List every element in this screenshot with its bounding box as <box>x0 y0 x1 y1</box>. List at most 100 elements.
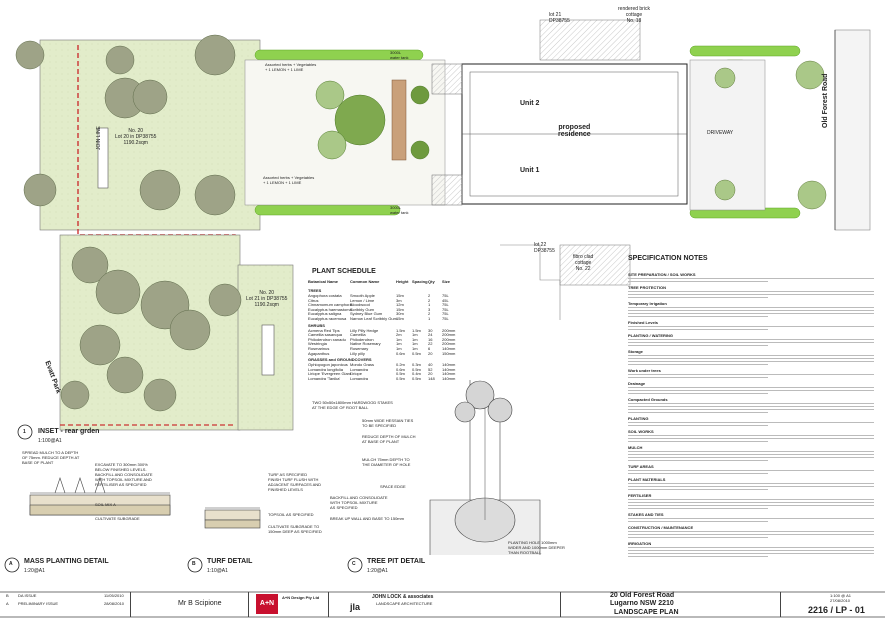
cottage-south-label: fibro clad cottage No. 22 <box>573 254 594 272</box>
schedule-cell: 140mm <box>442 346 456 351</box>
schedule-cell: 30m <box>396 311 404 317</box>
schedule-cell: Eucalyptus haemastoma <box>308 306 352 312</box>
spec-heading: Temporary Irrigation <box>628 301 667 306</box>
spec-text-line <box>628 278 874 279</box>
rev-date: 28/08/2010 <box>104 601 125 606</box>
spec-heading: FERTILISER <box>628 493 652 498</box>
detail-a-scale: 1:20@A1 <box>24 568 45 574</box>
schedule-cell: 0.4m <box>412 371 421 377</box>
schedule-cell: Philodendron <box>350 336 374 342</box>
firm2-logo: jla <box>350 602 361 612</box>
schedule-cell: 200mm <box>442 341 456 347</box>
spec-text-line <box>628 409 874 410</box>
schedule-cell: Bloodwood <box>350 302 370 308</box>
firm1-logo: A+N <box>256 594 278 614</box>
schedule-cell: 15m <box>396 293 404 298</box>
spec-text-line <box>628 316 768 317</box>
schedule-cell: Lomandra <box>350 376 369 381</box>
spec-text-line <box>628 486 874 487</box>
schedule-cell: Native Rosemary <box>350 341 381 347</box>
spec-title: SPECIFICATION NOTES <box>628 255 708 262</box>
schedule-cell: 2 <box>428 311 431 317</box>
unit-bottom-label: Unit 1 <box>520 167 540 174</box>
spec-text-line <box>628 310 874 311</box>
spec-heading: IRRIGATION <box>628 541 652 546</box>
schedule-cell: 2 <box>428 293 431 298</box>
spec-text-line <box>628 435 874 436</box>
rear-trees <box>15 34 236 216</box>
water-tank-a: 3000L water tank <box>390 50 409 60</box>
detail-a-title: MASS PLANTING DETAIL <box>24 558 109 565</box>
spec-heading: PLANTING / WATERING <box>628 333 674 338</box>
driveway-label: DRIVEWAY <box>707 130 734 136</box>
rev-desc: DA ISSUE <box>18 593 37 598</box>
area-top-label: No. 20 Lot 20 in DP38755 1190.2sqm <box>115 128 157 146</box>
schedule-cell: 150mm <box>442 350 456 356</box>
schedule-cell: Smooth Apple <box>350 293 375 298</box>
schedule-cell: Sydney Blue Gum <box>350 311 383 317</box>
spec-text-line <box>628 534 874 535</box>
detail-b-scale: 1:10@A1 <box>207 568 228 574</box>
spec-text-line <box>628 518 874 519</box>
schedule-cell: 20 <box>428 350 433 356</box>
schedule-cell: Rosemary <box>350 346 369 351</box>
schedule-cell: 140mm <box>442 376 456 381</box>
spec-text-line <box>628 505 874 506</box>
schedule-cell: 15m <box>396 316 404 321</box>
client-name: Mr B Scipione <box>178 600 222 607</box>
schedule-cell: 1m <box>412 341 418 347</box>
schedule-cell: 0.5m <box>412 350 421 356</box>
spec-text-line <box>628 457 874 458</box>
schedule-cell: Agapanthus <box>308 350 330 356</box>
mass-subgrade-note: CULTIVATE SUBGRADE <box>95 516 140 521</box>
address-line2: Lugarno NSW 2210 <box>610 600 674 607</box>
spec-text-line <box>628 556 768 557</box>
spec-text-line <box>628 451 874 452</box>
veg-label-2: Assorted herbs + Vegetables + 1 LEMON + … <box>263 175 315 185</box>
schedule-cell: Camellia sasanqua <box>308 332 343 338</box>
road <box>834 29 871 231</box>
schedule-cell: Liriope 'Evergreen Giant' <box>308 371 352 377</box>
schedule-header: Common Name <box>350 279 380 284</box>
inset-number: 1 <box>23 429 26 435</box>
schedule-cell: Eucalyptus racemosa <box>308 316 347 321</box>
spec-heading: CONSTRUCTION / MAINTENANCE <box>628 525 694 530</box>
spec-text-line <box>628 326 874 327</box>
spec-text-line <box>628 550 874 551</box>
spec-text-line <box>628 438 874 439</box>
inset-trees <box>60 246 242 412</box>
schedule-cell: 1.5m <box>412 327 421 333</box>
revision-list: B DA ISSUE 11/05/2010 A PRELIMINARY ISSU… <box>6 593 126 609</box>
spec-text-line <box>628 345 768 346</box>
spec-text-line <box>628 374 874 375</box>
spec-heading: Work under trees <box>628 368 661 373</box>
inset-scale: 1:100@A1 <box>38 438 62 444</box>
schedule-cell: 0.6m <box>396 366 405 372</box>
mass-excavate-note: EXCAVATE TO 300mm 300% BELOW FINISHED LE… <box>95 462 153 487</box>
spec-text-line <box>628 403 874 404</box>
revision-row: A PRELIMINARY ISSUE 28/08/2010 <box>6 601 126 609</box>
spec-text-line <box>628 502 874 503</box>
schedule-cell: 1 <box>428 316 431 321</box>
schedule-cell: 1m <box>396 341 402 347</box>
schedule-cell: Lilly pilly <box>350 350 365 356</box>
spec-text-line <box>628 553 874 554</box>
turf-note-c: CULTIVATE SUBGRADE TO 150mm DEEP AS SPEC… <box>268 524 322 534</box>
spec-text-line <box>628 454 874 455</box>
spec-text-line <box>628 307 874 308</box>
turf-note-b: TOPSOIL AS SPECIFIED <box>268 512 314 517</box>
road-name: Old Forest Road <box>822 73 829 128</box>
lot-north-label: lot 21 DP38755 <box>549 12 570 24</box>
schedule-section: GRASSES and GROUNDCOVERS <box>308 357 372 363</box>
spec-text-line <box>628 422 874 423</box>
spec-text-line <box>628 281 768 282</box>
spec-heading: MULCH <box>628 445 643 450</box>
schedule-cell: 140mm <box>442 371 456 377</box>
join-line-label: JOIN LINE <box>96 126 102 150</box>
tree-hole-note: PLANTING HOLE 1000mm WIDER AND 1000mm DE… <box>508 540 565 555</box>
spec-text-line <box>628 483 874 484</box>
spec-heading: TURF AREAS <box>628 464 654 469</box>
firm2-name: JOHN LOCK & associates <box>372 594 434 600</box>
sheet-date: 27/08/2010 <box>830 598 851 603</box>
